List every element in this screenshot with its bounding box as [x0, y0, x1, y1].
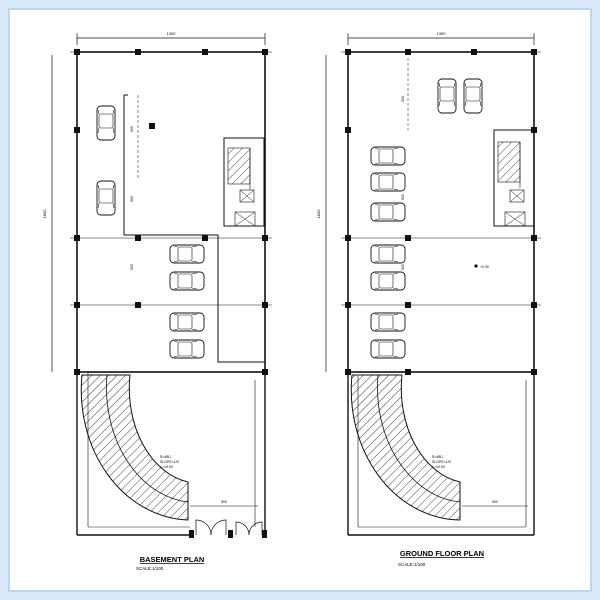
basement-ramp-slope: SLOPE=1/8 — [160, 460, 179, 464]
basement-dim-2: 500 — [130, 196, 134, 202]
ground-ramp-length: L=19.00 — [432, 465, 445, 469]
ground-width-dim: 1300 — [437, 31, 447, 36]
ground-dim-2: 500 — [401, 194, 405, 200]
basement-dim-1: 500 — [130, 126, 134, 132]
basement-dim-3: 500 — [130, 264, 134, 270]
basement-bottom-dim: 500 — [221, 500, 227, 504]
basement-ramp-radius: R=650 — [160, 455, 170, 459]
ground-dim-1: 500 — [401, 96, 405, 102]
basement-height-dim: 1800 — [42, 209, 47, 219]
basement-plan: 1300 1800 500 500 500 — [42, 31, 272, 571]
basement-ramp-length: L=19.00 — [160, 465, 173, 469]
ground-height-dim: 1800 — [316, 209, 321, 219]
ground-dim-3: 500 — [401, 264, 405, 270]
drawing-sheet — [8, 8, 592, 592]
ground-floor-plan: 1300 1800 500 500 500 — [316, 31, 541, 567]
ground-ramp-radius: R=650 — [432, 455, 442, 459]
basement-plan-title: BASEMENT PLAN — [140, 555, 205, 564]
ground-level-note: +0.00 — [480, 265, 489, 269]
ground-bottom-dim: 500 — [492, 500, 498, 504]
basement-width-dim: 1300 — [167, 31, 177, 36]
ground-ramp-slope: SLOPE=1/8 — [432, 460, 451, 464]
ground-plan-scale: SCALE:1/100 — [398, 562, 426, 567]
basement-plan-scale: SCALE:1/100 — [136, 566, 164, 571]
ground-plan-title: GROUND FLOOR PLAN — [400, 549, 484, 558]
